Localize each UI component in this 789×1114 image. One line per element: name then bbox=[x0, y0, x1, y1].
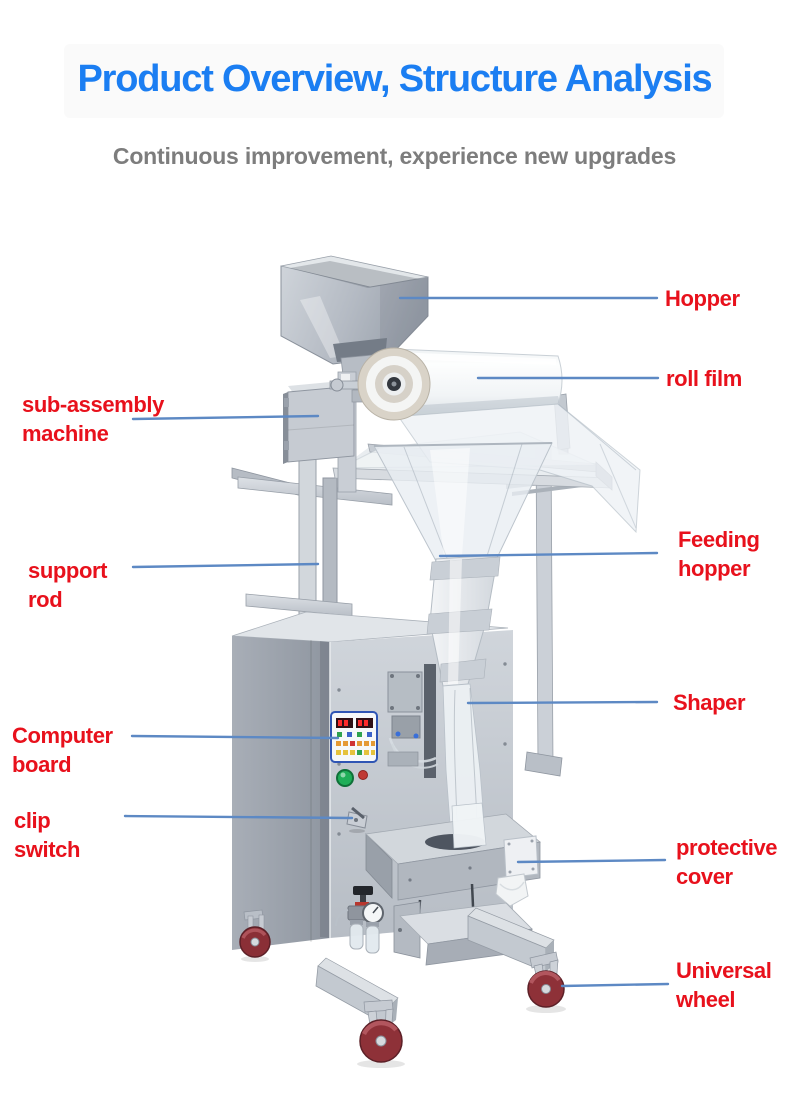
protective-cover-shelf bbox=[365, 802, 541, 907]
label-text: roll film bbox=[666, 366, 742, 391]
label-text: hopper bbox=[678, 556, 751, 581]
label-universal-wheel: Universal wheel bbox=[676, 956, 772, 1014]
cover-motor-block bbox=[503, 835, 539, 879]
clip-switch-valve bbox=[346, 806, 368, 833]
green-start-button bbox=[336, 769, 354, 787]
label-protective-cover: protective cover bbox=[676, 833, 778, 891]
label-text: Shaper bbox=[673, 690, 746, 715]
callout-line-feeding-hopper bbox=[438, 551, 659, 558]
feeding-hopper-funnel bbox=[373, 442, 553, 562]
label-text: Feeding bbox=[678, 527, 760, 552]
label-sub-assembly-machine: sub-assembly machine bbox=[22, 390, 164, 448]
label-hopper: Hopper bbox=[665, 284, 740, 313]
callout-line-sub-assembly bbox=[131, 414, 320, 421]
sealing-mechanism bbox=[387, 664, 439, 778]
callout-line-universal-wheel bbox=[560, 982, 670, 988]
page-subtitle: Continuous improvement, experience new u… bbox=[112, 143, 677, 169]
callout-line-protective-cover bbox=[516, 858, 667, 864]
label-text: support bbox=[28, 558, 108, 583]
label-clip-switch: clip switch bbox=[14, 806, 80, 864]
title-background-band bbox=[64, 44, 724, 118]
label-text: switch bbox=[14, 837, 81, 862]
label-text: protective bbox=[676, 835, 778, 860]
label-text: machine bbox=[22, 421, 109, 446]
red-stop-button bbox=[358, 770, 368, 780]
label-text: clip bbox=[14, 808, 51, 833]
label-text: rod bbox=[28, 587, 63, 612]
callout-line-clip-switch bbox=[123, 814, 354, 820]
base-legs bbox=[239, 907, 566, 1068]
label-text: cover bbox=[676, 864, 733, 889]
label-text: Universal bbox=[676, 958, 772, 983]
callout-line-support-rod bbox=[131, 562, 320, 569]
label-text: sub-assembly bbox=[22, 392, 164, 417]
callout-line-shaper bbox=[466, 700, 659, 705]
label-text: board bbox=[12, 752, 72, 777]
label-shaper: Shaper bbox=[673, 688, 746, 717]
label-text: wheel bbox=[676, 987, 736, 1012]
support-rod-frame bbox=[231, 451, 393, 619]
label-feeding-hopper: Feeding hopper bbox=[678, 525, 760, 583]
label-computer-board: Computer board bbox=[12, 721, 113, 779]
pneumatic-filter bbox=[335, 886, 384, 954]
callout-line-computer-board bbox=[130, 734, 340, 740]
film-roll bbox=[329, 347, 563, 421]
label-roll-film: roll film bbox=[666, 364, 742, 393]
label-text: Computer bbox=[12, 723, 113, 748]
callout-lines bbox=[123, 296, 670, 988]
hopper bbox=[280, 255, 429, 394]
page-title: Product Overview, Structure Analysis bbox=[77, 58, 713, 100]
sub-assembly-machine-box bbox=[283, 371, 369, 493]
label-support-rod: support rod bbox=[28, 556, 107, 614]
label-text: Hopper bbox=[665, 286, 740, 311]
